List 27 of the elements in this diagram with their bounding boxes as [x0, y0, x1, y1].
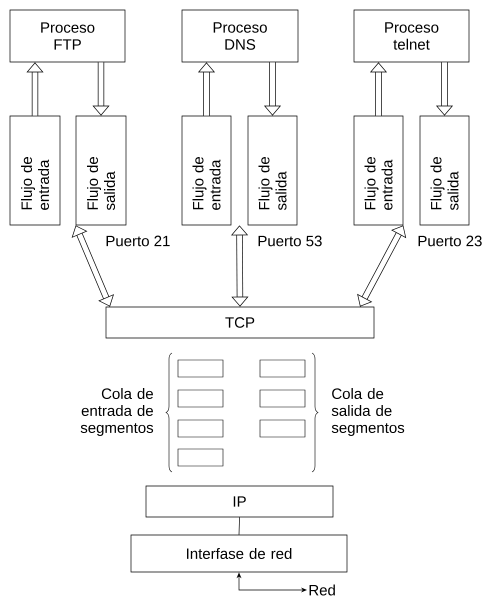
stream-box: Flujo de salida: [248, 116, 298, 226]
queue-slot: [260, 420, 306, 438]
edge-label: Puerto 21: [104, 234, 172, 248]
queue-label: Cola de salida de segmentos: [332, 388, 404, 436]
queue-slot: [178, 390, 224, 408]
edge-label: Puerto 23: [416, 234, 484, 248]
process-box: IP: [146, 486, 334, 518]
network-label: Red: [310, 584, 335, 596]
stream-box: Flujo de entrada: [10, 116, 60, 226]
connector-line: [238, 517, 240, 535]
stream-box: Flujo de salida: [420, 116, 470, 226]
stream-box: Flujo de salida: [76, 116, 126, 226]
stream-box: Flujo de entrada: [182, 116, 232, 226]
queue-slot: [178, 360, 224, 378]
process-box: TCP: [106, 306, 374, 338]
queue-slot: [178, 448, 224, 466]
process-box: Proceso FTP: [10, 10, 126, 62]
process-box: Interfase de red: [130, 534, 348, 572]
queue-slot: [260, 390, 306, 408]
stream-box: Flujo de entrada: [354, 116, 404, 226]
queue-label: Cola de entrada de segmentos: [80, 388, 154, 436]
queue-slot: [260, 360, 306, 378]
edge-label: Puerto 53: [256, 234, 324, 248]
queue-slot: [178, 420, 224, 438]
process-box: Proceso telnet: [354, 10, 470, 62]
block-arrow: [357, 225, 406, 307]
process-box: Proceso DNS: [182, 10, 298, 62]
